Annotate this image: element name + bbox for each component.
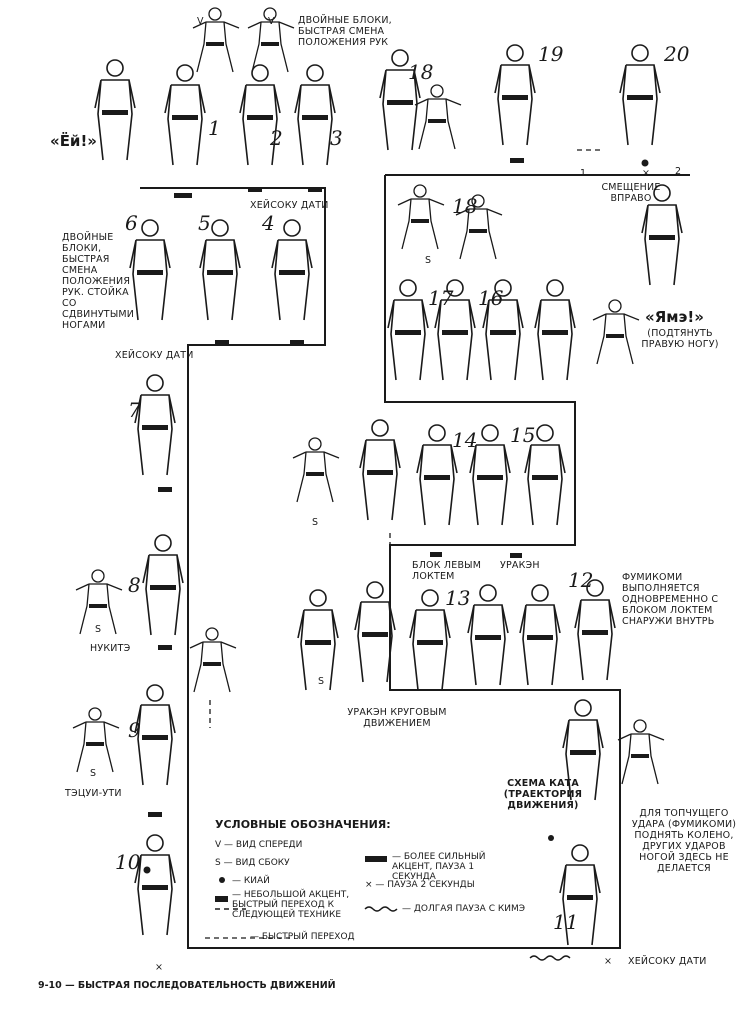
legend-front-text: — вид спереди	[224, 840, 303, 850]
legend-title: Условные обозначения:	[215, 818, 391, 831]
step-number: 16	[478, 286, 504, 310]
step-number: 14	[452, 428, 478, 452]
step-number: 13	[445, 586, 471, 610]
side-view-symbol: S	[215, 858, 221, 868]
step-number: 10	[115, 850, 141, 874]
legend-long-pause: — долгая пауза с кимэ	[402, 904, 526, 914]
figure-1	[164, 64, 206, 166]
heysoku-label: Хейсоку дати	[628, 956, 707, 967]
legend-strong-accent: — более сильный акцент, пауза 1 секунда	[392, 852, 486, 882]
block-left-elbow-label: Блок левым локтем	[412, 560, 482, 582]
legend-small-accent: — небольшой акцент, быстрый переход к сл…	[232, 890, 350, 920]
step-number: 8	[128, 573, 141, 597]
pause-mark: ×	[155, 962, 164, 973]
legend-front: V — вид спереди	[215, 840, 302, 850]
side-view-mark: S	[90, 768, 97, 779]
legend-side: S — вид сбоку	[215, 858, 290, 868]
heysoku-label: Хейсоку дати	[115, 350, 194, 361]
yame-note: (подтянуть правую ногу)	[641, 328, 719, 350]
tetsui-uchi-label: Тэцуи-ути	[65, 788, 122, 799]
legend-pause2-text: — пауза 2 секунды	[375, 880, 475, 890]
pause-symbol: ×	[365, 880, 373, 890]
step-number: 15	[510, 423, 536, 447]
step-number: 20	[664, 42, 690, 66]
step-number: 2	[270, 126, 283, 150]
fumikomi-note: Фумикоми выполняется одновременно с блок…	[622, 572, 719, 627]
legend-fast-transition: — быстрый переход	[250, 932, 355, 942]
pause-mark: ×	[604, 956, 613, 967]
stomp-note: Для топчущего удара (фумикоми) поднять к…	[631, 808, 737, 874]
arrow-label: 1	[580, 168, 587, 179]
side-view-mark: S	[318, 676, 325, 687]
side-view-mark: S	[95, 624, 102, 635]
nukite-label: Нукитэ	[90, 643, 131, 654]
kiai-shout-hey: «Ёй!»	[50, 132, 97, 150]
step-number: 17	[428, 286, 454, 310]
step-number: 12	[568, 568, 594, 592]
pause-mark: ×	[642, 168, 651, 179]
figure-caption: 9-10 — Быстрая последовательность движен…	[38, 980, 336, 991]
step-number: 18	[408, 60, 434, 84]
front-view-mark: V	[197, 16, 204, 27]
step-number: 18	[452, 194, 478, 218]
step-number: 4	[262, 211, 275, 235]
double-blocks-top-label: Двойные блоки, быстрая смена положения р…	[298, 15, 392, 48]
step-number: 6	[125, 211, 138, 235]
step-number: 1	[208, 116, 221, 140]
shift-right-label: Смещение вправо	[601, 182, 661, 204]
legend-kiai: — киай	[232, 876, 270, 886]
kiai-shout-yame: «Ямэ!»	[645, 308, 704, 326]
step-number: 19	[538, 42, 564, 66]
side-view-mark: S	[312, 517, 319, 528]
legend-side-text: — вид сбоку	[223, 858, 290, 868]
arrow-label: 2	[675, 166, 682, 177]
step-number: 11	[553, 910, 579, 934]
step-number: 9	[128, 718, 141, 742]
heysoku-label: Хейсоку дати	[250, 200, 329, 211]
step-number: 5	[198, 211, 211, 235]
front-view-mark: V	[268, 16, 275, 27]
legend-pause2: × — пауза 2 секунды	[365, 880, 475, 890]
step-number: 3	[330, 126, 343, 150]
front-view-symbol: V	[215, 840, 222, 850]
uraken-circular-label: Уракэн круговым движением	[347, 707, 447, 729]
double-blocks-left-label: Двойные блоки, быстрая смена положения р…	[62, 232, 135, 331]
step-number: 7	[128, 398, 141, 422]
uraken-label: Уракэн	[500, 560, 540, 571]
kata-scheme-label: Схема ката (траектория движения)	[503, 778, 583, 811]
side-view-mark: S	[425, 255, 432, 266]
